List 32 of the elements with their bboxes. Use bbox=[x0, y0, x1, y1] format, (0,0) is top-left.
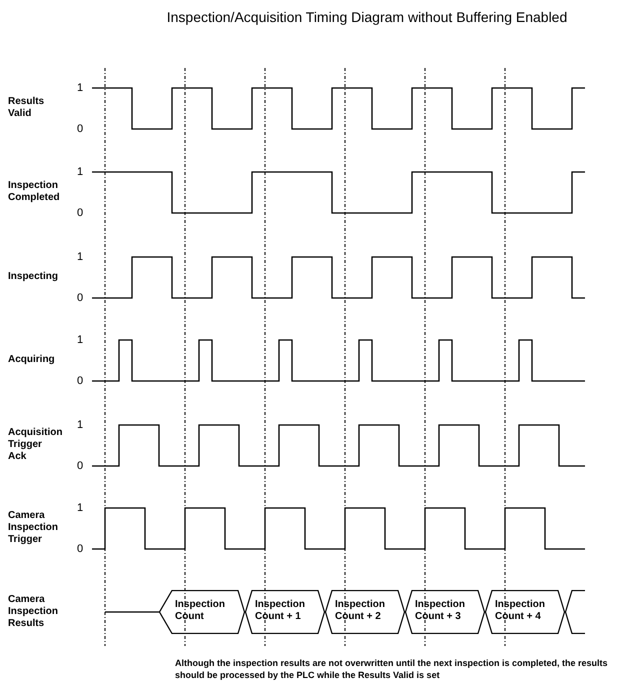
bus-value-segment bbox=[405, 590, 485, 634]
level-label: 0 bbox=[76, 375, 84, 387]
level-label: 0 bbox=[76, 460, 84, 472]
level-label: 0 bbox=[76, 543, 84, 555]
level-label: 1 bbox=[76, 251, 84, 263]
signal-name: Acquisition Trigger Ack bbox=[8, 427, 62, 463]
signal-name: Inspection Completed bbox=[8, 180, 60, 204]
signal-name: Results Valid bbox=[8, 96, 44, 120]
bus-value-text: Inspection Count + 3 bbox=[415, 599, 466, 623]
bus-value-segment bbox=[485, 590, 565, 634]
level-label: 1 bbox=[76, 419, 84, 431]
bus-value-segment bbox=[245, 590, 325, 634]
level-label: 1 bbox=[76, 82, 84, 94]
level-label: 0 bbox=[76, 292, 84, 304]
level-label: 0 bbox=[76, 207, 84, 219]
level-label: 0 bbox=[76, 123, 84, 135]
signal-name: Camera Inspection Results bbox=[8, 594, 58, 630]
bus-value-segment bbox=[159, 590, 245, 634]
signal-name: Acquiring bbox=[8, 354, 55, 366]
signal-name: Camera Inspection Trigger bbox=[8, 510, 58, 546]
footnote-text: Although the inspection results are not overwritten until the next inspection is completed, the results should be processed by the PLC while the Results Valid is set bbox=[175, 657, 609, 681]
bus-segment bbox=[565, 590, 585, 634]
signal-name: Inspecting bbox=[8, 271, 58, 283]
bus-value-text: Inspection Count + 4 bbox=[495, 599, 546, 623]
bus-value-text: Inspection Count + 1 bbox=[255, 599, 306, 623]
level-label: 1 bbox=[76, 334, 84, 346]
bus-value-segment bbox=[325, 590, 405, 634]
level-label: 1 bbox=[76, 166, 84, 178]
level-label: 1 bbox=[76, 502, 84, 514]
diagram-title: Inspection/Acquisition Timing Diagram without Buffering Enabled bbox=[166, 9, 568, 25]
bus-value-text: Inspection Count bbox=[175, 599, 226, 623]
bus-value-text: Inspection Count + 2 bbox=[335, 599, 386, 623]
